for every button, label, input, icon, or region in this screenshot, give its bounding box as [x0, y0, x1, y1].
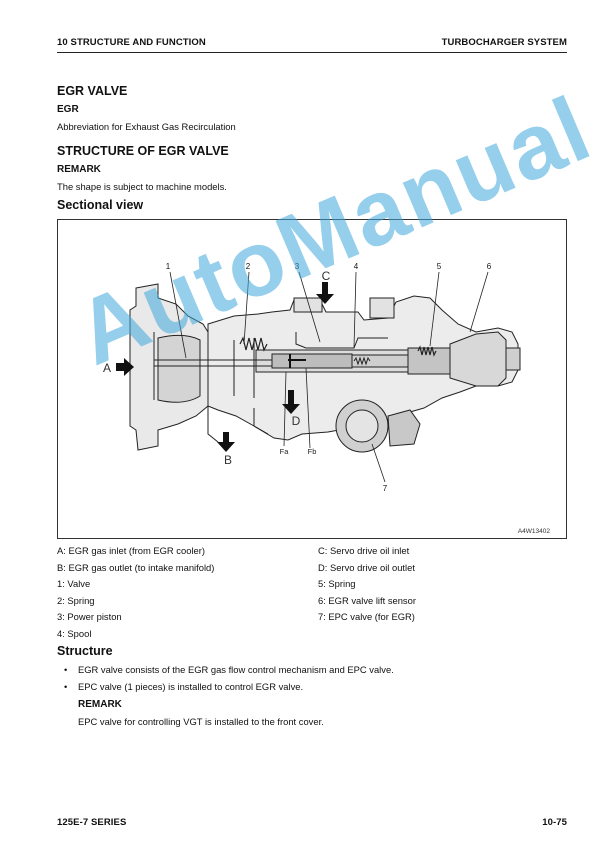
structure-bullet: • EPC valve (1 pieces) is installed to c…: [64, 681, 304, 692]
legend-left: A: EGR gas inlet (from EGR cooler) B: EG…: [57, 543, 214, 642]
legend-item: 2: Spring: [57, 594, 95, 606]
page-number: 10-75: [542, 817, 567, 828]
structure-bullet: • EGR valve consists of the EGR gas flow…: [64, 664, 394, 675]
force-label-fb: Fb: [308, 447, 317, 456]
callout-6: 6: [487, 262, 492, 271]
figure-code: A4W13402: [518, 528, 551, 535]
legend-item: B: EGR gas outlet (to intake manifold): [57, 561, 215, 573]
bullet-text: EGR valve consists of the EGR gas flow c…: [78, 664, 394, 675]
remark-label-1: REMARK: [57, 164, 101, 175]
arrow-d: [282, 390, 300, 414]
callout-leader-1: [169, 271, 187, 359]
arrow-b: [217, 432, 235, 452]
header-rule: [57, 52, 567, 53]
remark-label-2: REMARK: [78, 699, 122, 710]
callout-2: 2: [246, 262, 251, 271]
header-chapter: 10 STRUCTURE AND FUNCTION: [57, 37, 206, 48]
legend-item: 3: Power piston: [57, 611, 122, 622]
legend-right: C: Servo drive oil inlet D: Servo drive …: [318, 543, 416, 626]
callout-leader-2: [243, 271, 250, 345]
port-label-a: A: [103, 361, 111, 375]
legend-item: 6: EGR valve lift sensor: [318, 594, 416, 606]
arrow-a: [116, 358, 134, 376]
legend-item: 4: Spool: [57, 627, 92, 639]
port-label-b: B: [224, 453, 232, 467]
legend-item: A: EGR gas inlet (from EGR cooler): [57, 545, 205, 556]
legend-item: 5: Spring: [318, 578, 356, 589]
callout-1: 1: [166, 262, 171, 271]
structure-of-egr-title: STRUCTURE OF EGR VALVE: [57, 144, 229, 158]
callout-leader-3: [298, 271, 321, 343]
callout-leader-7: [371, 443, 386, 483]
bullet-dot: •: [64, 664, 68, 675]
callout-3: 3: [295, 262, 300, 271]
callout-leader-6: [469, 271, 489, 333]
legend-item: 7: EPC valve (for EGR): [318, 611, 415, 622]
callout-7: 7: [383, 484, 388, 493]
egr-valve-drawing: 1 2 3 4 5 6 7 A C D B Fa Fb A4W13402: [103, 262, 551, 535]
legend-item: D: Servo drive oil outlet: [318, 561, 415, 573]
bullet-dot: •: [64, 681, 68, 692]
remark-text-1: The shape is subject to machine models.: [57, 181, 227, 192]
force-label-fa: Fa: [280, 447, 290, 456]
port-label-c: C: [322, 269, 331, 283]
callout-leader-4: [353, 271, 357, 349]
callout-4: 4: [354, 262, 359, 271]
sectional-view-title: Sectional view: [57, 198, 144, 212]
abbr-term: EGR: [57, 104, 79, 115]
callout-5: 5: [437, 262, 442, 271]
sectional-view-figure: 1 2 3 4 5 6 7 A C D B Fa Fb A4W13402: [57, 219, 567, 539]
arrow-c: [316, 282, 334, 304]
abbr-text: Abbreviation for Exhaust Gas Recirculati…: [57, 121, 236, 132]
bullet-text: EPC valve (1 pieces) is installed to con…: [78, 681, 304, 692]
legend-item: 1: Valve: [57, 578, 91, 589]
callout-leader-5: [429, 271, 440, 347]
legend-item: C: Servo drive oil inlet: [318, 545, 410, 556]
header-section: TURBOCHARGER SYSTEM: [441, 37, 567, 48]
structure-title: Structure: [57, 644, 113, 658]
footer-series: 125E-7 SERIES: [57, 817, 127, 828]
egr-valve-title: EGR VALVE: [57, 84, 128, 98]
port-label-d: D: [292, 414, 301, 428]
remark-text-2: EPC valve for controlling VGT is install…: [78, 716, 324, 727]
